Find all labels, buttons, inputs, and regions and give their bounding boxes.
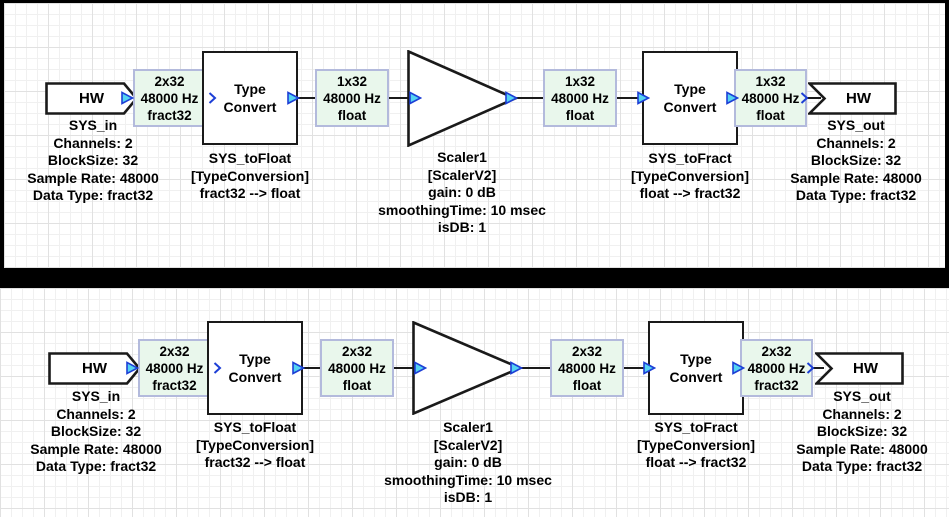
input-pin-icon[interactable] xyxy=(414,361,427,375)
caption-sys-to-float: SYS_toFloat [TypeConversion] fract32 -->… xyxy=(196,419,314,470)
caption-scaler: Scaler1 [ScalerV2] gain: 0 dB smoothingT… xyxy=(384,419,552,505)
output-pin-icon[interactable] xyxy=(121,91,134,105)
scaler-triangle-icon xyxy=(412,321,523,415)
output-pin-icon[interactable] xyxy=(292,361,305,375)
wire-label-1[interactable]: 2x32 48000 Hz fract32 xyxy=(133,69,206,127)
caption-sys-out: SYS_out Channels: 2 BlockSize: 32 Sample… xyxy=(790,117,922,203)
caption-sys-to-fract: SYS_toFract [TypeConversion] float --> f… xyxy=(631,150,749,201)
caption-scaler: Scaler1 [ScalerV2] gain: 0 dB smoothingT… xyxy=(378,149,546,235)
block-type-convert-1[interactable]: Type Convert xyxy=(207,321,303,415)
block-scaler[interactable] xyxy=(412,321,523,415)
wire-chevron-icon xyxy=(800,92,809,104)
diagram-canvas-bottom[interactable] xyxy=(0,288,949,517)
block-type-convert-2[interactable]: Type Convert xyxy=(642,51,738,145)
hw-in-label: HW xyxy=(82,360,107,377)
block-type-convert-2[interactable]: Type Convert xyxy=(648,321,744,415)
output-pin-icon[interactable] xyxy=(287,91,300,105)
hw-in-label: HW xyxy=(79,90,104,107)
block-hw-out[interactable]: HW xyxy=(808,82,897,115)
diagram-canvas-top[interactable] xyxy=(4,3,945,268)
hw-out-label: HW xyxy=(853,360,878,377)
scaler-triangle-icon xyxy=(407,50,518,147)
caption-sys-out: SYS_out Channels: 2 BlockSize: 32 Sample… xyxy=(796,388,928,474)
block-hw-in[interactable]: HW xyxy=(45,82,138,115)
wire-chevron-icon xyxy=(213,362,222,374)
caption-sys-in: SYS_in Channels: 2 BlockSize: 32 Sample … xyxy=(27,117,159,203)
hw-in-shape-icon xyxy=(48,352,141,385)
caption-sys-to-float: SYS_toFloat [TypeConversion] fract32 -->… xyxy=(191,150,309,201)
wire-label-1[interactable]: 2x32 48000 Hz fract32 xyxy=(138,339,211,397)
caption-sys-to-fract: SYS_toFract [TypeConversion] float --> f… xyxy=(637,419,755,470)
hw-in-shape-icon xyxy=(45,82,138,115)
input-pin-icon[interactable] xyxy=(409,91,422,105)
hw-out-shape-icon xyxy=(808,82,897,115)
block-hw-in[interactable]: HW xyxy=(48,352,141,385)
output-pin-icon[interactable] xyxy=(505,91,518,105)
wire-label-3[interactable]: 1x32 48000 Hz float xyxy=(543,69,617,127)
input-pin-icon[interactable] xyxy=(637,91,650,105)
output-pin-icon[interactable] xyxy=(510,361,523,375)
output-pin-icon[interactable] xyxy=(726,91,739,105)
block-type-convert-1[interactable]: Type Convert xyxy=(202,51,298,145)
caption-sys-in: SYS_in Channels: 2 BlockSize: 32 Sample … xyxy=(30,388,162,474)
wire-chevron-icon xyxy=(208,92,217,104)
wire-label-2[interactable]: 2x32 48000 Hz float xyxy=(320,339,394,397)
block-hw-out[interactable]: HW xyxy=(815,352,904,385)
wire-chevron-icon xyxy=(806,362,815,374)
output-pin-icon[interactable] xyxy=(126,361,139,375)
output-pin-icon[interactable] xyxy=(732,361,745,375)
block-scaler[interactable] xyxy=(407,50,518,147)
input-pin-icon[interactable] xyxy=(643,361,656,375)
wire-label-2[interactable]: 1x32 48000 Hz float xyxy=(315,69,389,127)
hw-out-shape-icon xyxy=(815,352,904,385)
wire-label-3[interactable]: 2x32 48000 Hz float xyxy=(550,339,624,397)
hw-out-label: HW xyxy=(846,90,871,107)
